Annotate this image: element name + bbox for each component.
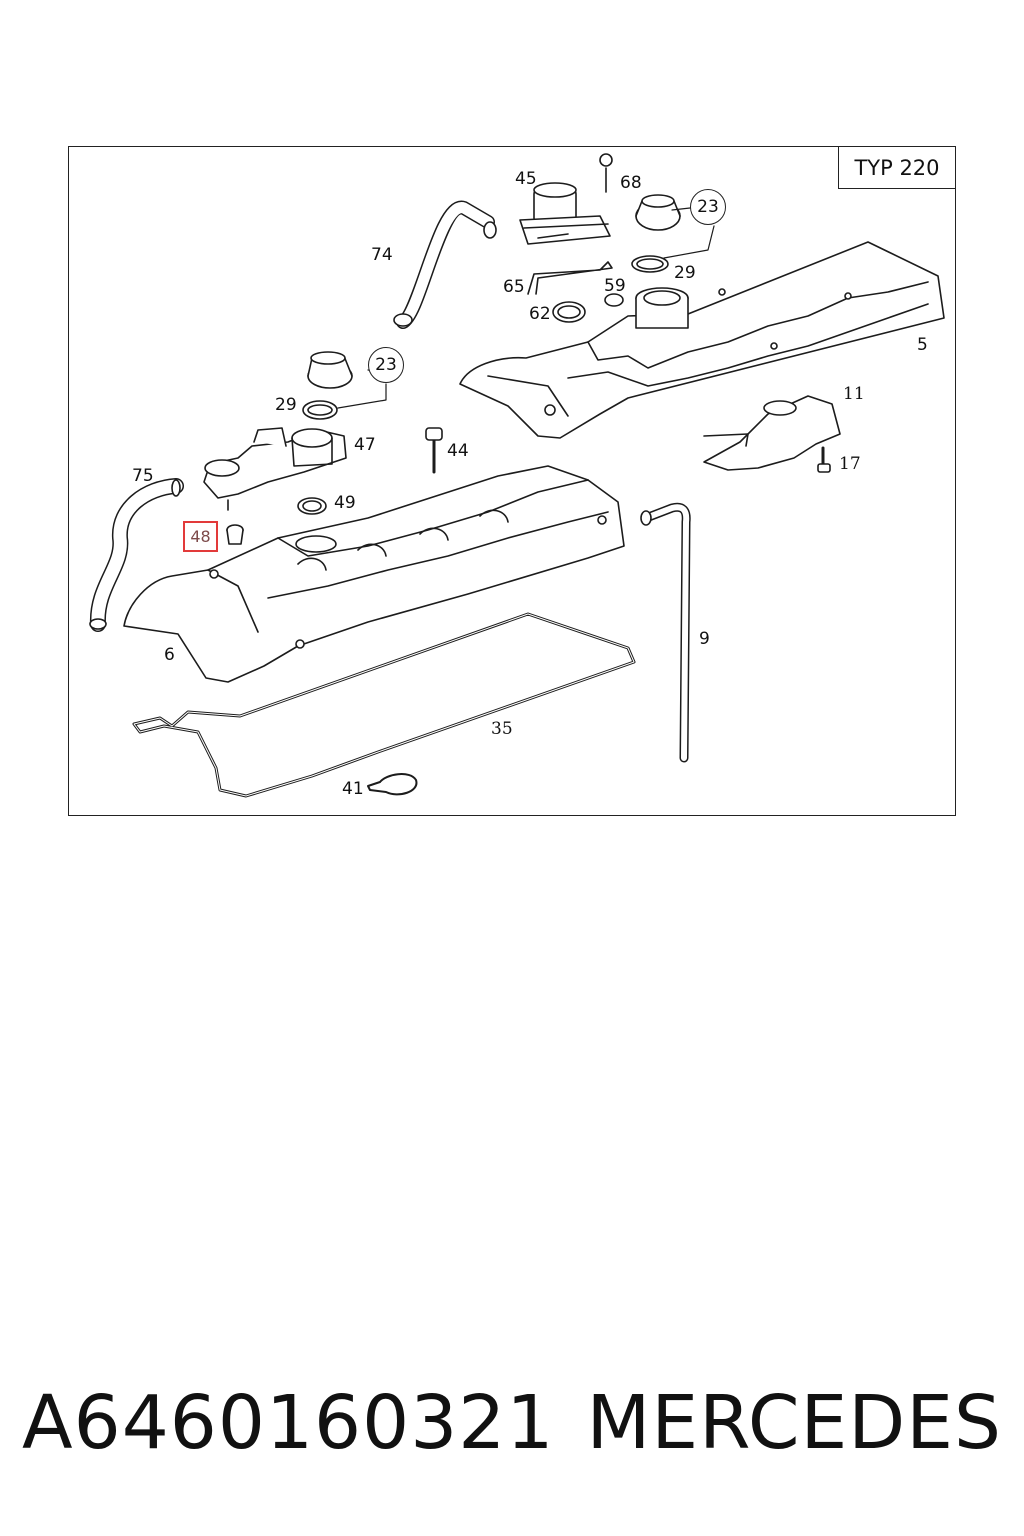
callout-29-upper[interactable]: 29 [674,263,696,283]
ring-59-drawing [604,293,624,307]
cap-23-upper-drawing [635,194,681,231]
callout-29-lower[interactable]: 29 [275,395,297,415]
callout-75[interactable]: 75 [132,466,154,486]
clip-65-drawing [527,261,613,295]
ring-62-drawing [552,301,586,323]
callout-68[interactable]: 68 [620,173,642,193]
callout-17[interactable]: 17 [839,454,861,474]
callout-23-lower[interactable]: 23 [368,347,404,383]
bolt-44-drawing [425,427,443,474]
footer: A6460160321 MERCEDES [22,1378,1002,1468]
callout-11[interactable]: 11 [843,384,865,404]
callout-41[interactable]: 41 [342,779,364,799]
cap-23-lower-drawing [307,351,353,389]
o-ring-29-upper-drawing [631,255,669,273]
callout-59[interactable]: 59 [604,276,626,296]
callout-5[interactable]: 5 [917,335,928,355]
seal-41-drawing [367,773,418,796]
cover-11-drawing [703,395,841,471]
hose-75-drawing [89,478,184,632]
bolt-17-drawing [817,446,831,473]
plug-48-drawing [226,524,244,545]
callout-9[interactable]: 9 [699,629,710,649]
valve-cover-5-drawing [459,241,945,439]
pipe-9-drawing [640,502,691,763]
callout-62[interactable]: 62 [529,304,551,324]
valve-cover-exploded-diagram [89,153,945,798]
separator-47-drawing [203,427,347,511]
callout-45[interactable]: 45 [515,169,537,189]
callout-74[interactable]: 74 [371,245,393,265]
callout-65[interactable]: 65 [503,277,525,297]
part-number: A6460160321 [22,1380,555,1466]
o-ring-29-lower-drawing [302,400,338,420]
type-label: TYP 220 [838,146,956,189]
hose-74-drawing [393,200,497,329]
callout-6[interactable]: 6 [164,645,175,665]
callout-23-upper[interactable]: 23 [690,189,726,225]
callout-44[interactable]: 44 [447,441,469,461]
brand-name: MERCEDES [586,1380,1002,1466]
ring-49-drawing [297,497,327,515]
gasket-35-drawing [132,612,636,798]
breather-45-drawing [519,153,613,245]
valve-cover-6-drawing [123,465,625,683]
callout-48-highlighted[interactable]: 48 [183,521,218,552]
callout-35[interactable]: 35 [491,719,513,739]
callout-47[interactable]: 47 [354,435,376,455]
callout-49[interactable]: 49 [334,493,356,513]
